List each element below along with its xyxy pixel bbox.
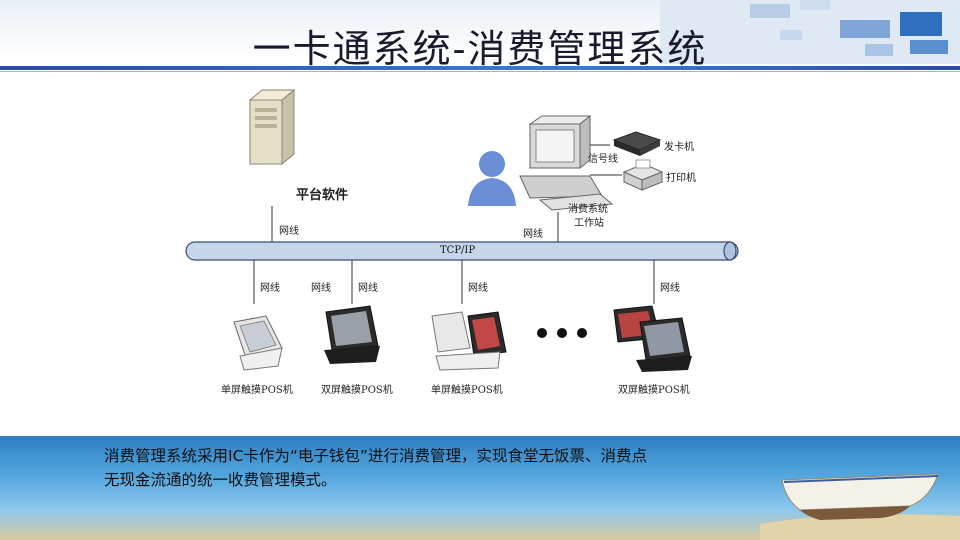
boat-image <box>760 473 960 540</box>
caption-line: 无现金流通的统一收费管理模式。 <box>104 471 337 489</box>
page-title: 一卡通系统-消费管理系统 <box>252 27 708 71</box>
cable-label: 网线 <box>523 229 543 240</box>
printer-label: 打印机 <box>666 173 696 184</box>
bus-label: TCP/IP <box>440 245 476 256</box>
more-dots-icon <box>537 328 587 338</box>
pos-terminal-icon <box>324 305 380 364</box>
server-icon <box>248 88 296 166</box>
cable-label: 网线 <box>311 283 331 294</box>
pos-label: 单屏触摸POS机 <box>221 385 293 396</box>
card-issuer-icon <box>612 131 662 156</box>
title-rule-thin <box>0 71 960 72</box>
pos-terminal-icon <box>613 305 692 372</box>
pos-label: 双屏触摸POS机 <box>321 385 393 396</box>
caption: 消费管理系统采用IC卡作为“电子钱包”进行消费管理，实现食堂无饭票、消费点 无现… <box>104 444 864 492</box>
printer-icon <box>622 159 664 191</box>
cable-label: 网线 <box>358 283 378 294</box>
title-rule <box>0 66 960 70</box>
header-pattern <box>660 0 960 64</box>
pos-terminal-icon <box>431 311 507 371</box>
pos-label: 双屏触摸POS机 <box>618 385 690 396</box>
workstation-label: 消费系统 <box>568 204 608 215</box>
cable-label: 网线 <box>260 283 280 294</box>
user-icon <box>468 151 516 206</box>
cable-label: 网线 <box>279 226 299 237</box>
caption-line: 消费管理系统采用IC卡作为“电子钱包”进行消费管理，实现食堂无饭票、消费点 <box>104 447 647 465</box>
workstation-label: 工作站 <box>574 218 604 229</box>
pos-label: 单屏触摸POS机 <box>431 385 503 396</box>
card-issuer-label: 发卡机 <box>664 142 694 153</box>
cable-label: 网线 <box>468 283 488 294</box>
cable-label: 网线 <box>660 283 680 294</box>
signal-cable-label: 信号线 <box>588 154 618 165</box>
pos-terminal-icon <box>233 315 283 371</box>
server-label: 平台软件 <box>296 188 349 203</box>
workstation-icon <box>519 114 614 211</box>
